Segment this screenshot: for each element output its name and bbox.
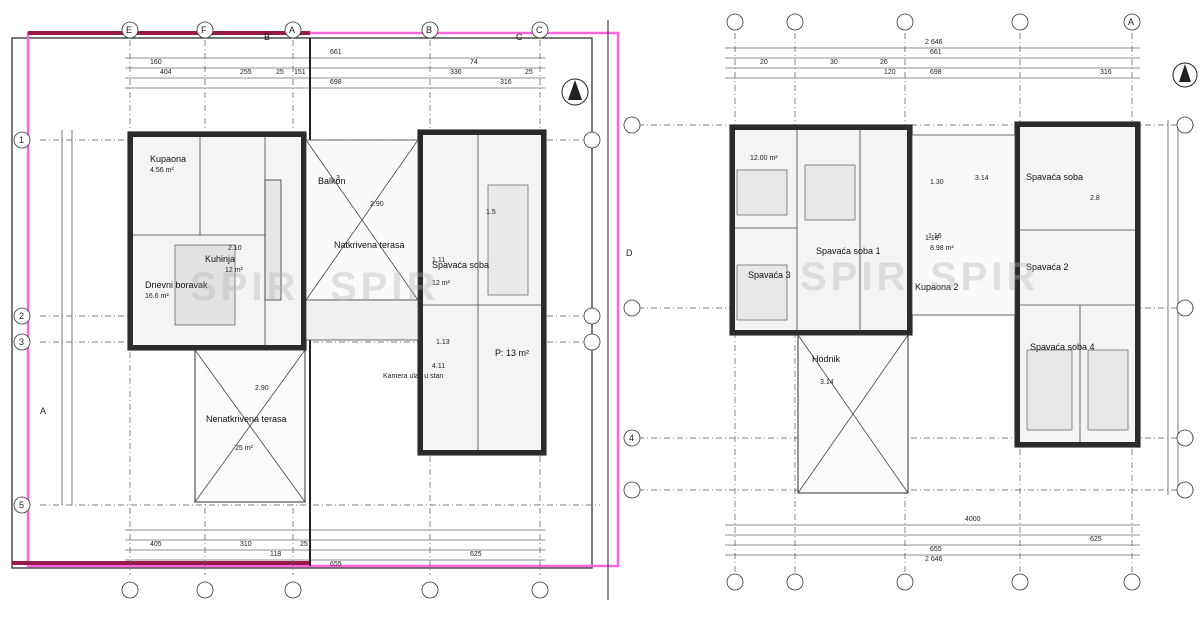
dim-value: 4000	[965, 516, 981, 523]
dim-value: 118	[270, 551, 281, 558]
axis-label-side: 4	[629, 433, 634, 443]
axis-label-top: F	[201, 25, 207, 35]
room-name: Spavaća soba	[1026, 172, 1083, 182]
axis-label-side: 5	[19, 500, 24, 510]
room-area: 25 m²	[235, 445, 254, 452]
dim-value: 655	[330, 561, 342, 568]
axis-label-top: B	[426, 25, 432, 35]
height-value: 1.30	[930, 179, 944, 186]
dim-value: 2 646	[925, 556, 943, 563]
room-area: 4.56 m²	[150, 167, 174, 174]
dim-value: 25	[300, 541, 308, 548]
watermark-text: SPIR	[800, 255, 909, 299]
room-area: 12 m²	[225, 267, 244, 274]
room-name: P: 13 m²	[495, 348, 529, 358]
room-name: Hodnik	[812, 354, 841, 364]
axis-label-side: 1	[19, 135, 24, 145]
section-mark: D	[626, 248, 633, 258]
dim-value: 698	[330, 79, 342, 86]
left-highlight-frame	[26, 31, 620, 568]
section-mark: B	[264, 32, 270, 42]
room-area: 12 m²	[432, 280, 451, 287]
room-name: Dnevni boravak	[145, 280, 208, 290]
dim-value: 316	[1100, 69, 1112, 76]
room-name: Spavaća 3	[748, 270, 791, 280]
room-area: 1.16	[925, 235, 939, 242]
watermark-text: SPIR	[330, 265, 439, 309]
room-area: 3.14	[820, 379, 834, 386]
room-name: Spavaća soba 1	[816, 246, 881, 256]
dim-value: 336	[450, 69, 462, 76]
axis-label-top: A	[1128, 17, 1134, 27]
north-arrow-icon	[1172, 62, 1198, 88]
dim-value: 655	[930, 546, 942, 553]
dim-value: 26	[880, 59, 888, 66]
axis-label-top: E	[126, 25, 132, 35]
left-sheet-frame	[11, 37, 593, 569]
room-area: 8.98 m²	[930, 245, 954, 252]
room-name: Natkrivena terasa	[334, 240, 405, 250]
axis-label-top: A	[289, 25, 295, 35]
dim-value: 698	[930, 69, 942, 76]
dim-value: 160	[150, 59, 162, 66]
room-area: 3	[336, 175, 340, 182]
room-name: Kupaona	[150, 154, 186, 164]
room-area: 12.00 m²	[750, 155, 778, 162]
room-name: Spavaća soba 4	[1030, 342, 1095, 352]
dim-value: 661	[330, 49, 342, 56]
dim-value: 30	[830, 59, 838, 66]
axis-label-top: C	[536, 25, 543, 35]
watermark-text: SPIR	[930, 255, 1039, 299]
dim-value: 625	[1090, 536, 1102, 543]
dim-value: 151	[294, 69, 306, 76]
dim-value: 120	[884, 69, 896, 76]
left-plan	[13, 21, 601, 599]
height-value: 3.14	[975, 175, 989, 182]
dim-value: 74	[470, 59, 478, 66]
room-area: 16.6 m²	[145, 293, 169, 300]
dim-value: 25	[276, 69, 284, 76]
room-area: 4.11	[432, 363, 445, 370]
watermark-text: SPIR	[190, 265, 299, 309]
room-name: Nenatkrivena terasa	[206, 414, 287, 424]
height-value: 2.10	[228, 245, 242, 252]
axis-label-side: 2	[19, 311, 24, 321]
dim-value: 20	[760, 59, 768, 66]
dim-value: 405	[150, 541, 162, 548]
height-value: 1.13	[436, 339, 450, 346]
room-name: Kupaona 2	[915, 282, 959, 292]
dim-value: 2 646	[925, 39, 943, 46]
plan-note: Kamera ulaz u stan	[383, 373, 443, 380]
height-value: 1.5	[486, 209, 496, 216]
right-plan	[607, 13, 1195, 600]
dim-value: 625	[470, 551, 482, 558]
north-arrow-icon	[561, 78, 589, 106]
dim-value: 404	[160, 69, 172, 76]
section-mark: C	[516, 32, 523, 42]
room-name: Kuhinja	[205, 254, 235, 264]
dim-value: 661	[930, 49, 942, 56]
height-value: 1.11	[432, 257, 445, 264]
dim-value: 25	[525, 69, 533, 76]
section-mark: A	[40, 406, 46, 416]
dim-value: 316	[500, 79, 512, 86]
dim-value: 255	[240, 69, 252, 76]
room-area: 2.90	[370, 201, 384, 208]
height-value: 1.16	[928, 233, 942, 240]
room-name: Spavaća soba	[432, 260, 489, 270]
height-value: 2.90	[255, 385, 269, 392]
room-name: Balkon	[318, 176, 346, 186]
height-value: 2.8	[1090, 195, 1100, 202]
axis-label-side: 3	[19, 337, 24, 347]
dim-value: 310	[240, 541, 252, 548]
room-name: Spavaća 2	[1026, 262, 1069, 272]
